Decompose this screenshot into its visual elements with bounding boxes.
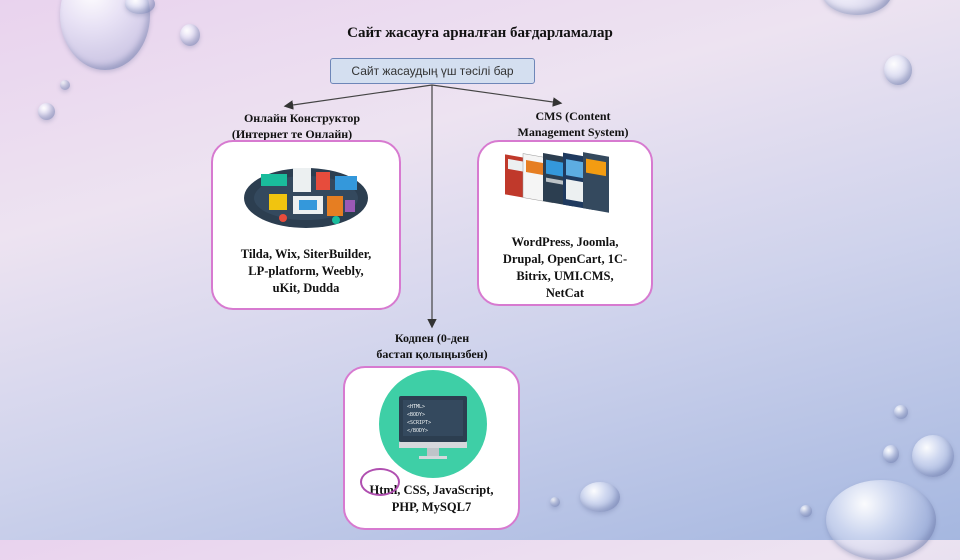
list-line: Drupal, OpenCart, 1C-: [502, 252, 628, 266]
water-drop: [894, 405, 908, 419]
water-drop: [550, 497, 560, 507]
heading-line: Онлайн Конструктор: [243, 111, 361, 125]
builder-illustration-icon: [244, 168, 368, 228]
list-line: LP-platform, Weebly,: [248, 264, 364, 278]
water-drop: [38, 103, 55, 120]
water-drop: [180, 24, 200, 46]
code-list: Html, CSS, JavaScript, PHP, MySQL7: [345, 482, 518, 516]
cms-card: WordPress, Joomla, Drupal, OpenCart, 1C-…: [477, 140, 653, 306]
heading-line: Management System): [517, 125, 629, 139]
heading-line: CMS (Content: [535, 109, 611, 123]
cms-heading: CMS (Content Management System): [478, 108, 668, 140]
water-drop: [60, 80, 70, 90]
code-card: <HTML> <BODY> <SCRIPT> </BODY> Html, CSS…: [343, 366, 520, 530]
code-line: <BODY>: [407, 412, 425, 418]
methods-box: Сайт жасаудың үш тәсілі бар: [330, 58, 535, 84]
water-drop: [580, 482, 620, 512]
highlight-oval: [360, 468, 400, 496]
list-line: NetCat: [545, 286, 585, 300]
water-drop: [822, 0, 892, 15]
water-drop: [800, 505, 812, 517]
online-builder-card: Tilda, Wix, SiterBuilder, LP-platform, W…: [211, 140, 401, 310]
code-line: <SCRIPT>: [407, 420, 431, 426]
list-line: Bitrix, UMI.CMS,: [516, 269, 614, 283]
builder-list: Tilda, Wix, SiterBuilder, LP-platform, W…: [213, 246, 399, 297]
heading-line: бастап қолыңызбен): [376, 347, 488, 361]
online-builder-heading: Онлайн Конструктор (Интернет те Онлайн): [212, 110, 392, 142]
code-heading: Кодпен (0-ден бастап қолыңызбен): [352, 330, 512, 362]
list-line: WordPress, Joomla,: [511, 235, 619, 249]
water-drop: [884, 55, 912, 85]
slide-title: Сайт жасауға арналған бағдарламалар: [347, 25, 613, 41]
code-line: </BODY>: [407, 428, 428, 434]
list-line: Tilda, Wix, SiterBuilder,: [240, 247, 372, 261]
water-drop: [883, 445, 899, 463]
code-line: <HTML>: [407, 404, 425, 410]
cms-screens-icon: [505, 152, 609, 213]
cms-list: WordPress, Joomla, Drupal, OpenCart, 1C-…: [479, 234, 651, 302]
water-drop: [912, 435, 954, 477]
heading-line: Кодпен (0-ден: [394, 331, 470, 345]
monitor-code-icon: <HTML> <BODY> <SCRIPT> </BODY>: [379, 370, 487, 478]
list-line: PHP, MySQL7: [391, 500, 472, 514]
list-line: Html, CSS, JavaScript,: [369, 483, 494, 497]
connector-arrows: [283, 84, 563, 329]
list-line: uKit, Dudda: [272, 281, 340, 295]
heading-line: (Интернет те Онлайн): [231, 127, 353, 141]
water-drop: [125, 0, 155, 14]
